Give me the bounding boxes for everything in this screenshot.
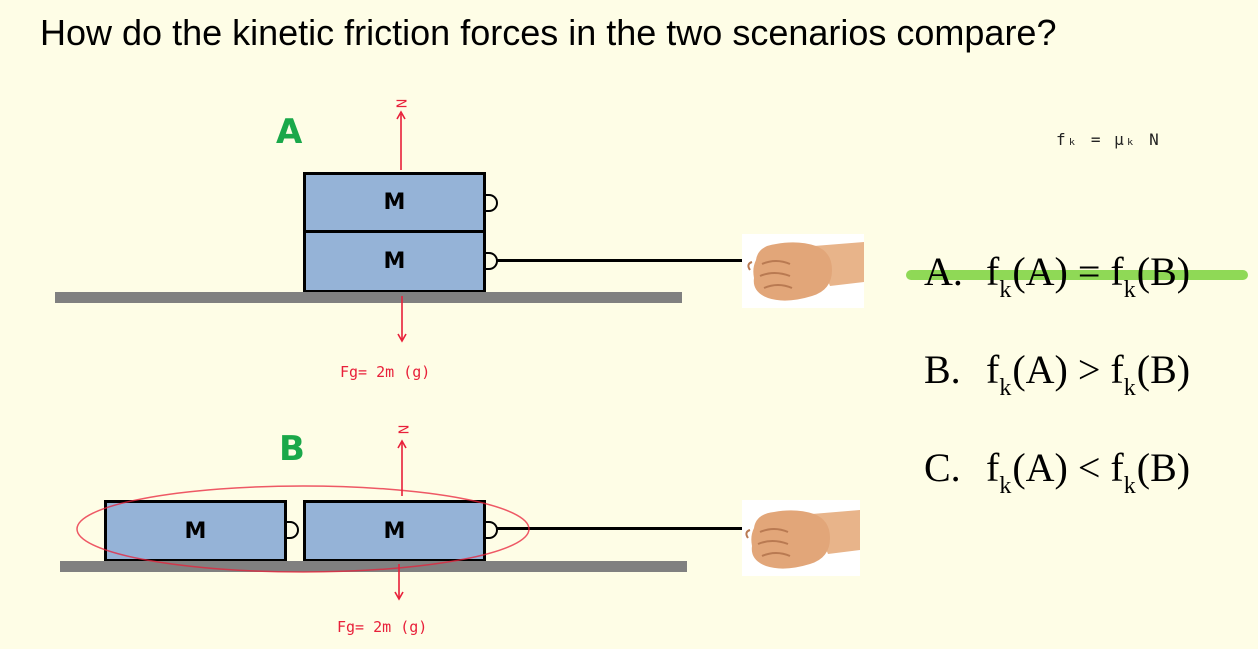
choice-a[interactable]: A.fk(A) = fk(B)	[924, 248, 1190, 304]
choice-c-lhs: f	[986, 445, 1000, 490]
floor-a	[55, 292, 682, 303]
scenario-b-label: B	[279, 429, 305, 469]
pulling-hand-icon-b	[742, 500, 860, 576]
choice-c-rhs-sub: k	[1123, 473, 1136, 499]
hook-a-top	[486, 194, 498, 212]
hook-b-right	[486, 521, 498, 539]
choice-b-lhs-sub: k	[999, 375, 1012, 401]
choice-c-operator: <	[1077, 445, 1101, 490]
choice-a-rhs-sub: k	[1123, 277, 1136, 303]
choice-b-rhs-sub: k	[1123, 375, 1136, 401]
choice-a-rhs-arg: (B)	[1136, 249, 1191, 294]
choice-b-rhs-arg: (B)	[1136, 347, 1191, 392]
choice-b-rhs: f	[1110, 347, 1124, 392]
choice-a-lhs-arg: (A)	[1012, 249, 1068, 294]
friction-formula-note: fₖ = μₖ N	[1056, 130, 1161, 149]
choice-c-rhs: f	[1110, 445, 1124, 490]
pulling-hand-icon-a	[742, 234, 864, 308]
hook-b-middle	[287, 521, 299, 539]
choice-a-operator: =	[1077, 249, 1101, 294]
normal-force-label-b: N	[394, 424, 410, 435]
gravity-force-arrow-b	[394, 564, 404, 601]
block-a-bottom: M	[303, 230, 486, 293]
choice-b-lhs: f	[986, 347, 1000, 392]
normal-force-arrow-a	[396, 110, 406, 170]
choice-c-rhs-arg: (B)	[1136, 445, 1191, 490]
choice-c-lhs-sub: k	[999, 473, 1012, 499]
choice-b-operator: >	[1077, 347, 1101, 392]
choice-a-rhs: f	[1110, 249, 1124, 294]
choice-b-lhs-arg: (A)	[1012, 347, 1068, 392]
block-b-right: M	[303, 500, 486, 562]
rope-a	[497, 259, 755, 262]
rope-b	[497, 527, 755, 530]
choice-a-lhs: f	[986, 249, 1000, 294]
normal-force-arrow-b	[397, 439, 407, 496]
choice-c-letter: C.	[924, 445, 961, 490]
question-title: How do the kinetic friction forces in th…	[40, 12, 1057, 53]
block-a-top: M	[303, 172, 486, 233]
scenario-a-label: A	[276, 112, 303, 152]
choice-b[interactable]: B.fk(A) > fk(B)	[924, 346, 1190, 402]
weight-label-b: Fg= 2m (g)	[337, 618, 428, 636]
floor-b	[60, 561, 687, 572]
choice-c-lhs-arg: (A)	[1012, 445, 1068, 490]
weight-label-a: Fg= 2m (g)	[340, 363, 431, 381]
choice-a-lhs-sub: k	[999, 277, 1012, 303]
choice-b-letter: B.	[924, 347, 961, 392]
gravity-force-arrow-a	[397, 296, 407, 343]
answer-highlight	[906, 270, 1248, 280]
normal-force-label-a: N	[392, 98, 408, 109]
block-b-left: M	[104, 500, 287, 562]
choice-c[interactable]: C.fk(A) < fk(B)	[924, 444, 1190, 500]
choice-a-letter: A.	[924, 249, 963, 294]
